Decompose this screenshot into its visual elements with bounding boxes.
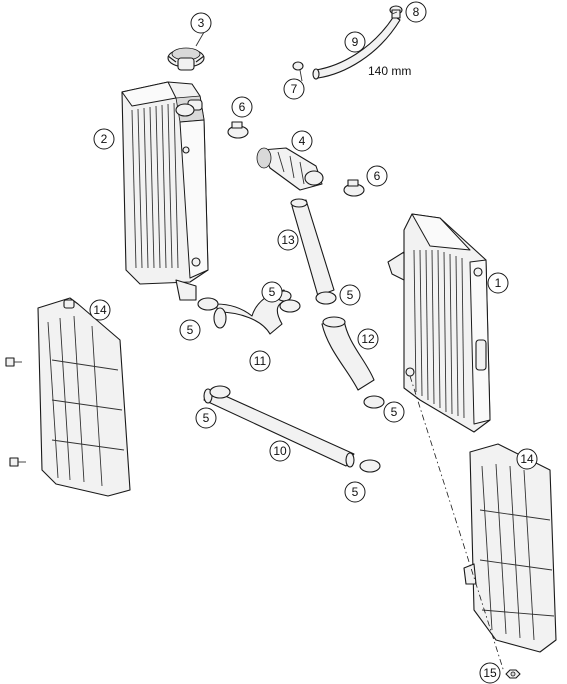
nut — [505, 669, 521, 679]
callout-5-e: 5 — [383, 401, 405, 423]
hose-clip-7 — [292, 61, 304, 71]
callout-6-a: 6 — [231, 96, 253, 118]
radiator-right — [387, 213, 491, 433]
callout-15-label: 15 — [483, 666, 497, 680]
callout-11: 11 — [249, 350, 271, 372]
callout-10-label: 10 — [273, 444, 287, 458]
callout-12: 12 — [357, 328, 379, 350]
callout-9: 9 — [344, 31, 366, 53]
callout-4: 4 — [291, 130, 313, 152]
callout-1: 1 — [487, 272, 509, 294]
hose-clamp-6-right — [343, 179, 365, 197]
hose-clamp-5-3 — [315, 291, 337, 305]
callout-5-f-label: 5 — [352, 485, 359, 499]
callout-2: 2 — [93, 128, 115, 150]
radiator-shroud-left — [37, 297, 131, 497]
callout-9-label: 9 — [352, 35, 359, 49]
callout-5-a: 5 — [261, 281, 283, 303]
alignment-line — [409, 375, 505, 673]
callout-8: 8 — [405, 1, 427, 23]
radiator-left — [121, 81, 209, 301]
callout-5-c-label: 5 — [187, 323, 194, 337]
callout-15: 15 — [479, 662, 501, 684]
callout-3-label: 3 — [198, 16, 205, 30]
callout-14-a: 14 — [89, 299, 111, 321]
hose-clamp-6-upper — [227, 121, 249, 139]
hose-fitting-8 — [389, 5, 403, 19]
callout-7: 7 — [283, 78, 305, 100]
callout-5-a-label: 5 — [269, 285, 276, 299]
callout-14-a-label: 14 — [93, 303, 107, 317]
hose-clamp-5-2 — [279, 299, 301, 313]
callout-3: 3 — [190, 12, 212, 34]
callout-10: 10 — [269, 440, 291, 462]
radiator-shroud-right — [463, 443, 557, 653]
callout-5-b-label: 5 — [347, 288, 354, 302]
hose-clamp-5-4 — [209, 385, 231, 399]
bolt-left-upper — [5, 357, 22, 367]
callout-13: 13 — [277, 229, 299, 251]
callout-5-f: 5 — [344, 481, 366, 503]
callout-5-c: 5 — [179, 319, 201, 341]
hose-connector — [256, 147, 324, 191]
callout-4-label: 4 — [299, 134, 306, 148]
callout-6-b: 6 — [366, 165, 388, 187]
callout-5-e-label: 5 — [391, 405, 398, 419]
callout-5-d: 5 — [195, 407, 217, 429]
bolt-left-lower — [9, 457, 26, 467]
callout-13-label: 13 — [281, 233, 295, 247]
callout-7-label: 7 — [291, 82, 298, 96]
callout-14-b-label: 14 — [520, 452, 534, 466]
hose-13 — [290, 198, 335, 297]
dimension-label: 140 mm — [368, 64, 411, 78]
callout-1-label: 1 — [495, 276, 502, 290]
callout-11-label: 11 — [254, 354, 267, 368]
callout-12-label: 12 — [361, 332, 375, 346]
callout-5-b: 5 — [339, 284, 361, 306]
callout-14-b: 14 — [516, 448, 538, 470]
callout-6-b-label: 6 — [374, 169, 381, 183]
hose-clamp-5-1 — [197, 297, 219, 311]
callout-2-label: 2 — [101, 132, 108, 146]
hose-clamp-5-6 — [359, 459, 381, 473]
radiator-cap — [167, 47, 205, 71]
hose-10 — [203, 388, 355, 468]
hose-clamp-5-5 — [363, 395, 385, 409]
breather-hose — [312, 15, 401, 80]
callout-5-d-label: 5 — [203, 411, 210, 425]
callout-6-a-label: 6 — [239, 100, 246, 114]
hose-12 — [321, 316, 375, 391]
callout-8-label: 8 — [413, 5, 420, 19]
